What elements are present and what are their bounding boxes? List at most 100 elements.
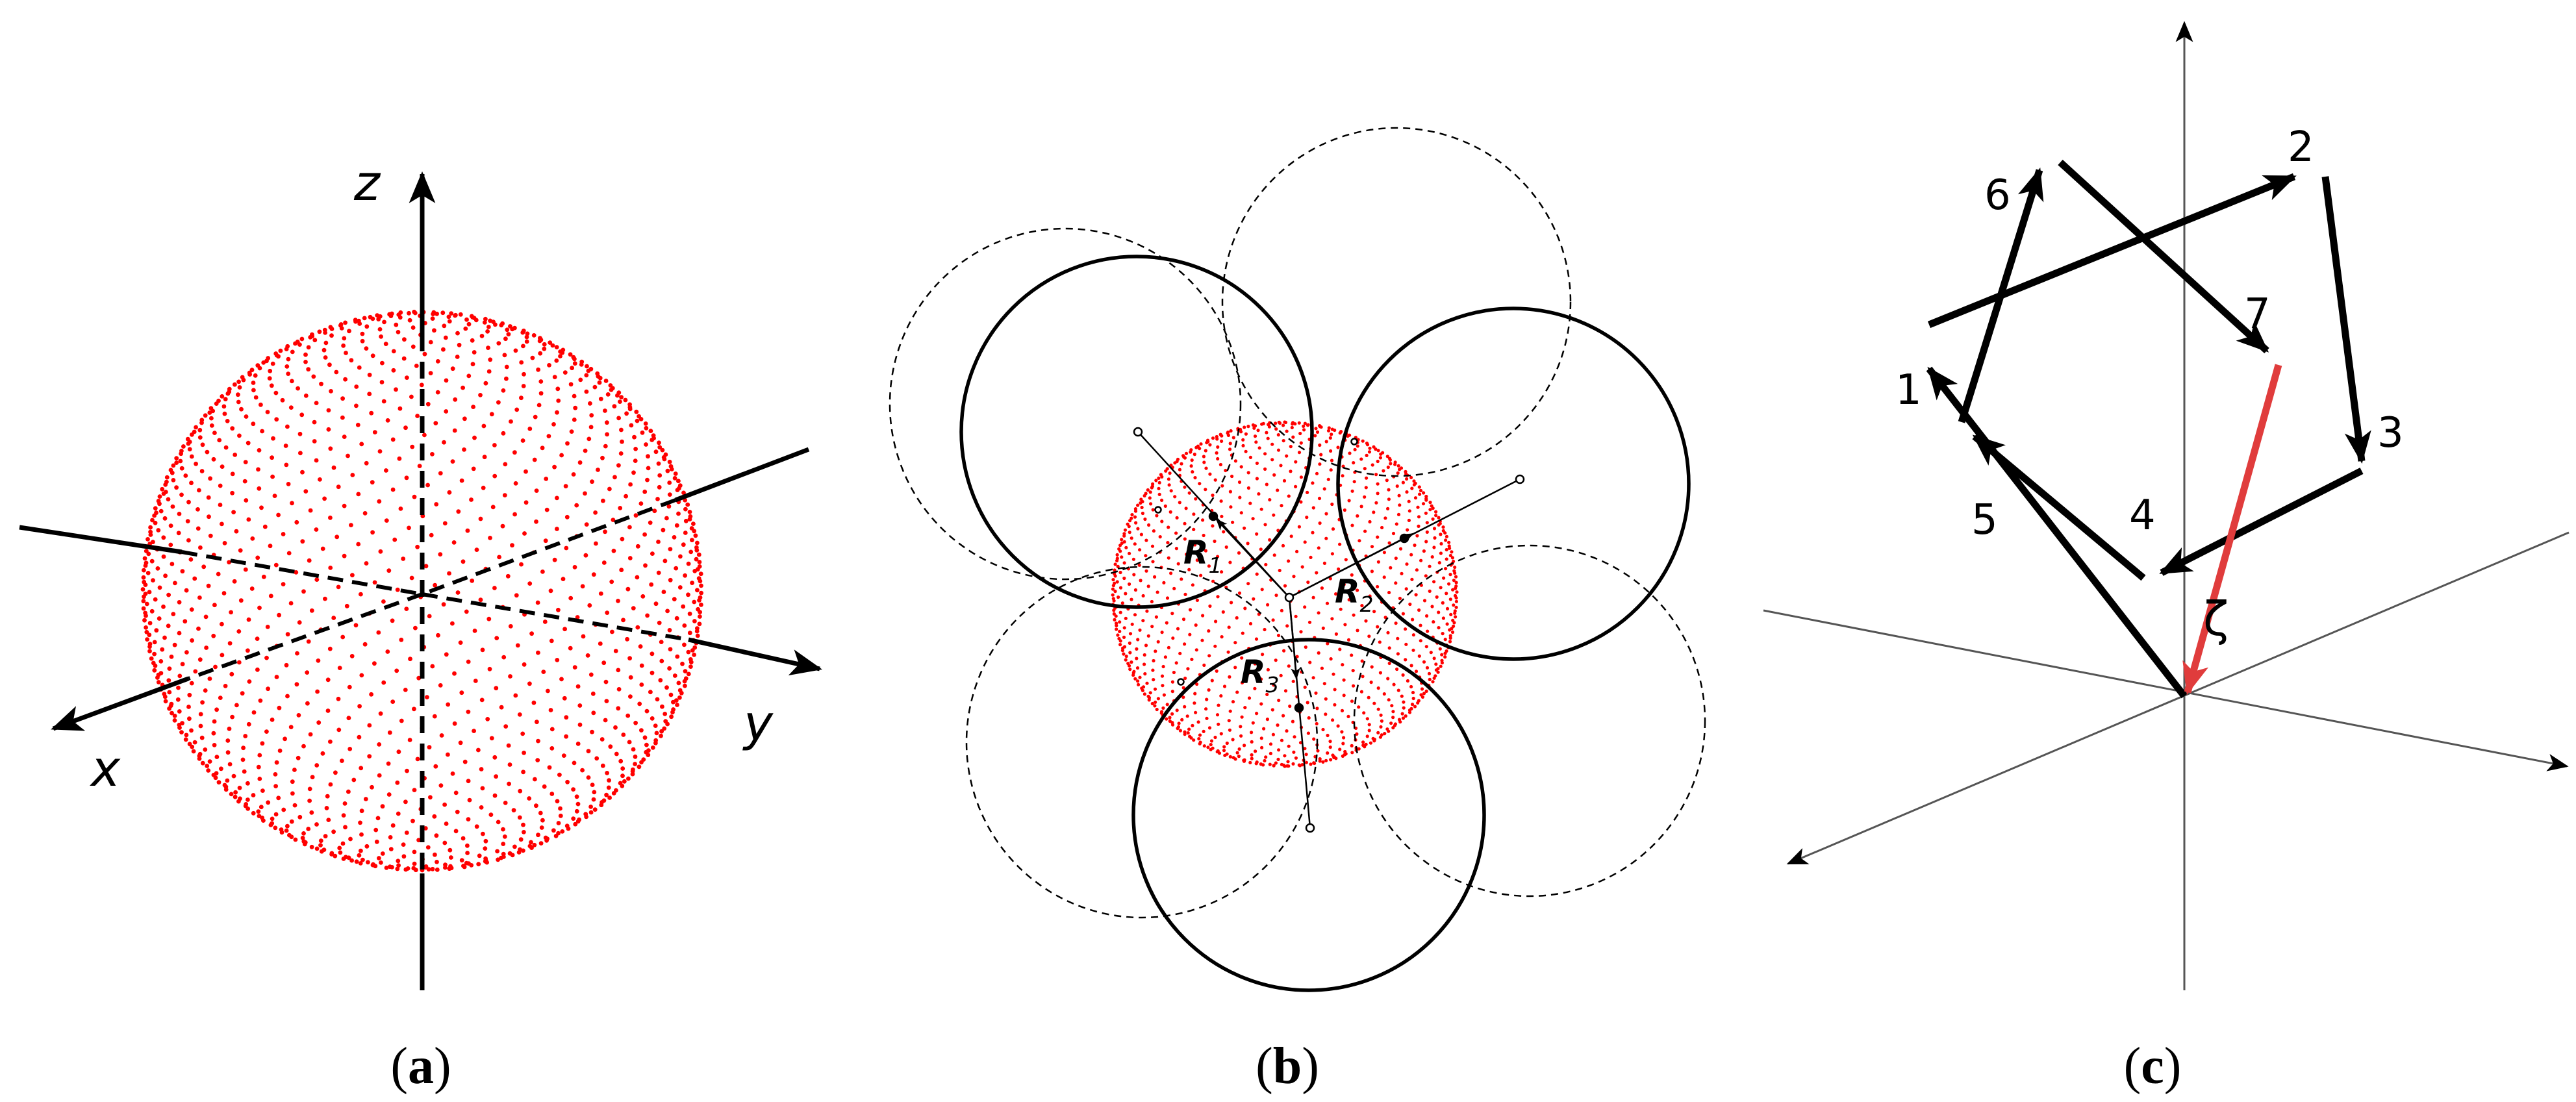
sphere-point (370, 530, 375, 535)
sphere-point (1123, 528, 1127, 532)
sphere-point (1237, 755, 1241, 758)
sphere-point (1409, 553, 1413, 557)
sphere-point (208, 533, 213, 538)
sphere-point (1169, 571, 1173, 575)
sphere-point (184, 733, 189, 738)
sphere-point (1157, 492, 1161, 497)
sphere-point (1189, 450, 1193, 454)
sphere-point (305, 670, 310, 675)
sphere-point (225, 391, 231, 396)
sphere-point (314, 401, 319, 405)
sphere-point (152, 668, 157, 673)
sphere-point (1253, 434, 1257, 438)
sphere-point (1454, 615, 1458, 619)
sphere-point (346, 855, 351, 860)
sphere-point (1226, 650, 1230, 654)
sphere-point (1376, 584, 1380, 589)
sphere-point (161, 554, 166, 559)
sphere-point (162, 694, 168, 699)
sphere-point (1216, 457, 1220, 461)
sphere-point (1231, 520, 1235, 524)
sphere-point (672, 597, 677, 602)
sphere-point (1398, 547, 1403, 551)
sphere-point (1417, 485, 1421, 489)
sphere-point (1148, 496, 1152, 500)
sphere-point (234, 529, 239, 534)
sphere-point (1205, 441, 1209, 445)
sphere-point (1398, 720, 1402, 724)
sphere-point (687, 510, 692, 514)
sphere-point (264, 655, 269, 660)
sphere-point (1440, 661, 1444, 665)
small-node-c (1177, 678, 1185, 686)
sphere-point (392, 537, 398, 542)
sphere-point (1389, 566, 1393, 570)
sphere-point (1279, 673, 1283, 677)
sphere-point (1118, 639, 1122, 643)
sphere-point (329, 852, 334, 857)
sphere-point (1170, 690, 1174, 694)
sphere-point (1193, 543, 1197, 547)
sphere-point (183, 473, 188, 478)
sphere-point (1168, 716, 1172, 720)
sphere-point (1128, 668, 1132, 671)
sphere-point (441, 602, 446, 607)
sphere-point (1276, 723, 1280, 727)
sphere-point (470, 362, 475, 367)
sphere-point (1130, 513, 1134, 517)
sphere-point (1338, 747, 1342, 751)
sphere-point (292, 803, 297, 808)
sphere-point (1122, 534, 1126, 538)
sphere-point (243, 734, 248, 738)
sphere-point (1338, 647, 1342, 651)
sphere-point (1144, 569, 1148, 573)
sphere-point (372, 430, 377, 434)
sphere-point (155, 566, 160, 571)
sphere-point (1396, 652, 1400, 656)
sphere-point (604, 792, 609, 797)
sphere-point (367, 754, 372, 758)
sphere-point (249, 586, 255, 591)
sphere-point (167, 666, 172, 671)
sphere-point (212, 431, 217, 435)
sphere-point (149, 558, 155, 564)
sphere-point (1187, 727, 1191, 731)
sphere-point (326, 818, 331, 822)
sphere-point (258, 698, 263, 703)
sphere-point (174, 485, 179, 490)
sphere-point (1434, 662, 1438, 666)
sphere-point (340, 396, 345, 401)
sphere-point (1370, 570, 1374, 573)
sphere-point (1128, 519, 1132, 523)
sphere-point (1269, 742, 1273, 746)
sphere-point (1411, 690, 1415, 695)
sphere-point (1454, 605, 1458, 609)
sphere-point (609, 388, 614, 392)
sphere-point (1175, 516, 1179, 520)
sphere-point (259, 805, 264, 810)
sphere-point (246, 648, 250, 653)
sphere-point (1194, 497, 1198, 501)
sphere-point (172, 642, 177, 647)
sphere-point (492, 755, 498, 760)
sphere-point (1240, 681, 1244, 684)
sphere-point (447, 490, 452, 495)
sphere-point (450, 771, 455, 776)
sphere-point (1130, 597, 1133, 601)
sphere-point (158, 508, 164, 514)
sphere-point (153, 520, 158, 525)
sphere-point (474, 824, 479, 829)
sphere-point (683, 669, 688, 673)
sphere-point (1405, 490, 1409, 494)
sphere-point (1217, 751, 1222, 755)
sphere-point (1361, 740, 1365, 744)
sphere-point (270, 816, 275, 821)
sphere-point (515, 643, 520, 648)
sphere-point (1220, 635, 1224, 639)
sphere-point (163, 482, 168, 487)
sphere-point (462, 447, 466, 452)
sphere-point (692, 599, 697, 605)
sphere-point (1138, 548, 1142, 552)
sphere-point (336, 727, 342, 733)
sphere-point (1309, 555, 1313, 560)
